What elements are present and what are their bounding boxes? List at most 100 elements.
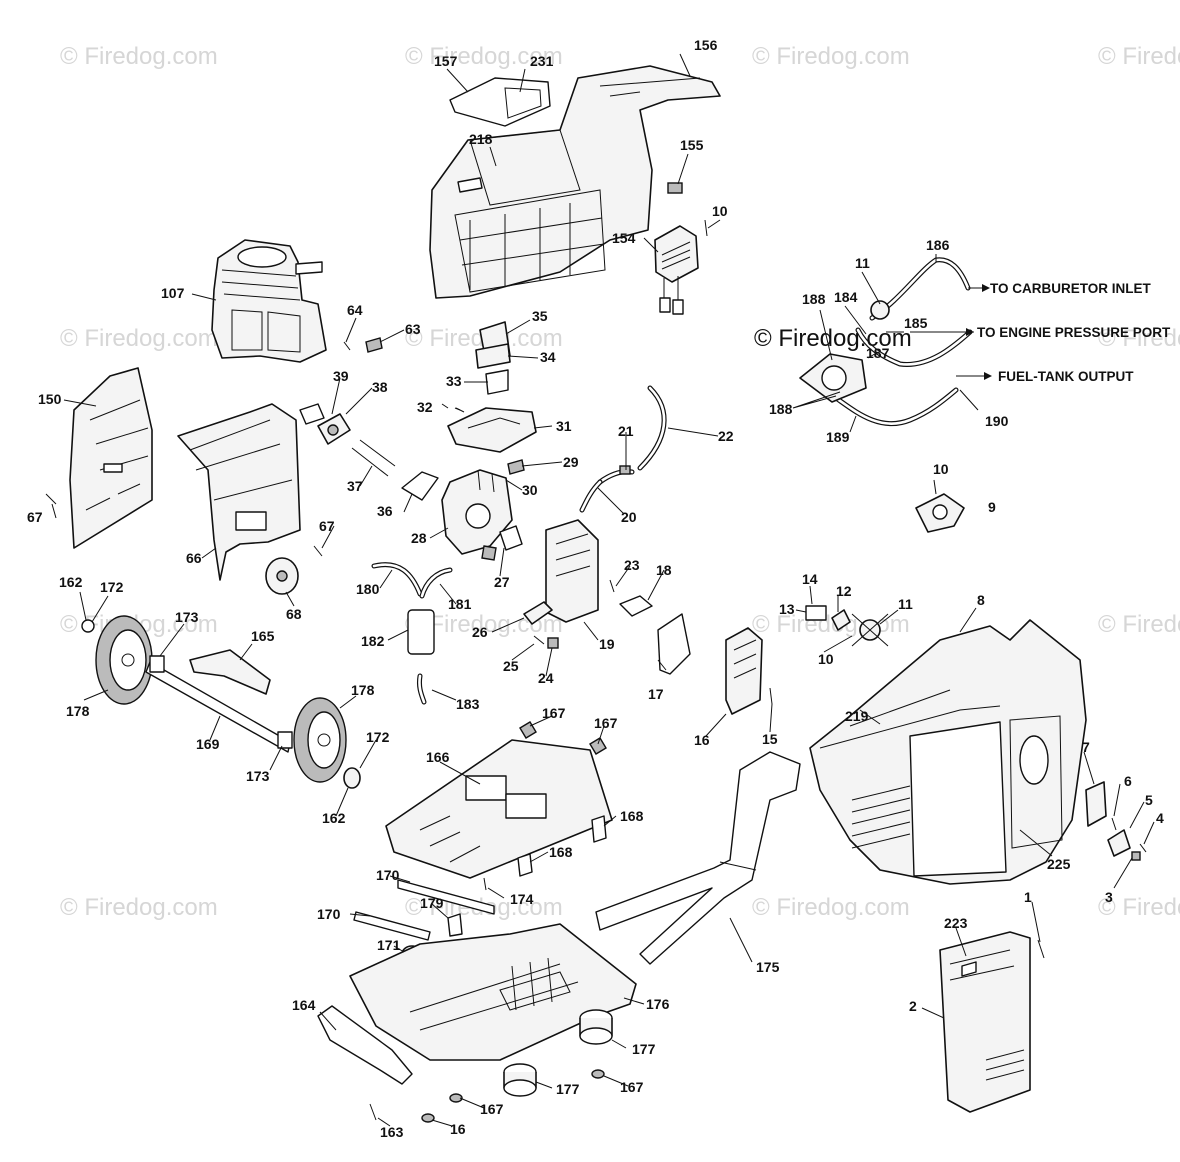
callout-167: 167 [594, 715, 618, 731]
callout-225: 225 [1047, 856, 1071, 872]
callout-36: 36 [377, 503, 393, 519]
callout-13: 13 [779, 601, 795, 617]
callout-189: 189 [826, 429, 850, 445]
callout-172: 172 [366, 729, 390, 745]
side-cover-part [939, 931, 1031, 1113]
callout-3: 3 [1105, 889, 1113, 905]
side-panel-part [69, 367, 153, 549]
rubber-foot-part [503, 1063, 537, 1097]
callout-67: 67 [27, 509, 43, 525]
callout-186: 186 [926, 237, 950, 253]
callout-18: 18 [656, 562, 672, 578]
screw-part [1111, 817, 1117, 831]
carb-gasket-part [499, 525, 523, 551]
callout-15: 15 [762, 731, 778, 747]
handle-part [595, 751, 801, 965]
callout-4: 4 [1156, 810, 1164, 826]
callout-35: 35 [532, 308, 548, 324]
clip-part [523, 601, 553, 625]
fuel-hose-part [579, 385, 667, 513]
watermark: © Firedog.com [1098, 894, 1180, 921]
callout-218: 218 [469, 131, 493, 147]
callout-30: 30 [522, 482, 538, 498]
callout-27: 27 [494, 574, 510, 590]
isolator-part [517, 853, 533, 877]
callout-178: 178 [66, 703, 90, 719]
watermark: © Firedog.com [60, 894, 218, 921]
fitting-part [831, 609, 851, 631]
callout-10: 10 [818, 651, 834, 667]
leader-lines [51, 53, 1155, 1127]
nut-part [589, 737, 607, 755]
copyright-mark: © Firedog.com [754, 325, 912, 352]
callout-183: 183 [456, 696, 480, 712]
callout-154: 154 [612, 230, 636, 246]
fitting-part [365, 337, 383, 353]
callout-175: 175 [756, 959, 780, 975]
clip-part [1131, 851, 1141, 861]
screw-part [1139, 843, 1147, 853]
callout-165: 165 [251, 628, 275, 644]
callout-10: 10 [712, 203, 728, 219]
callout-157: 157 [434, 53, 458, 69]
callout-223: 223 [944, 915, 968, 931]
callout-185: 185 [904, 315, 928, 331]
callout-187: 187 [866, 345, 890, 361]
carburetor-part [441, 469, 513, 561]
note-engine-pressure-port: TO ENGINE PRESSURE PORT [977, 325, 1171, 340]
callout-170: 170 [376, 867, 400, 883]
frame-panel-part [177, 403, 301, 581]
callout-188: 188 [802, 291, 826, 307]
callout-10: 10 [933, 461, 949, 477]
mount-plate-part [725, 627, 763, 715]
callout-156: 156 [694, 37, 718, 53]
nut-part [591, 1069, 605, 1079]
callout-16: 16 [450, 1121, 466, 1137]
isolator-part [591, 815, 607, 843]
watermark: © Firedog.com [60, 43, 218, 70]
callout-34: 34 [540, 349, 556, 365]
rubber-foot-part [579, 1009, 613, 1045]
pin-part [343, 341, 351, 351]
callout-176: 176 [646, 996, 670, 1012]
callout-22: 22 [718, 428, 734, 444]
screw-part [507, 459, 525, 475]
callout-19: 19 [599, 636, 615, 652]
callout-68: 68 [286, 606, 302, 622]
callout-150: 150 [38, 391, 62, 407]
note-fuel-tank-output: FUEL-TANK OUTPUT [998, 369, 1134, 384]
callout-184: 184 [834, 289, 858, 305]
callout-177: 177 [556, 1081, 580, 1097]
callout-5: 5 [1145, 792, 1153, 808]
callout-12: 12 [836, 583, 852, 599]
callout-33: 33 [446, 373, 462, 389]
screw-part [533, 635, 545, 645]
callout-181: 181 [448, 596, 472, 612]
screw-part [769, 687, 773, 705]
callout-219: 219 [845, 708, 869, 724]
callout-155: 155 [680, 137, 704, 153]
callout-179: 179 [420, 895, 444, 911]
fuel-bracket-part [545, 519, 599, 623]
main-housing-part [809, 619, 1087, 885]
screw-part [483, 877, 487, 891]
upper-shroud-part [429, 65, 721, 299]
wheel-left-part [81, 615, 153, 705]
callout-169: 169 [196, 736, 220, 752]
control-module-part [654, 225, 699, 315]
callout-25: 25 [503, 658, 519, 674]
watermark: © Firedog.com [752, 894, 910, 921]
screw-part [704, 219, 708, 237]
callout-20: 20 [621, 509, 637, 525]
callout-173: 173 [175, 609, 199, 625]
grommet-part [667, 182, 683, 194]
base-plate-part [385, 739, 613, 879]
carb-gasket-part [401, 471, 439, 501]
spacer-part [317, 413, 351, 445]
callout-107: 107 [161, 285, 185, 301]
callout-67: 67 [319, 518, 335, 534]
bracket-part [1085, 781, 1107, 827]
nut-part [547, 637, 559, 649]
screw-part [313, 545, 323, 557]
engine-part [211, 239, 327, 363]
